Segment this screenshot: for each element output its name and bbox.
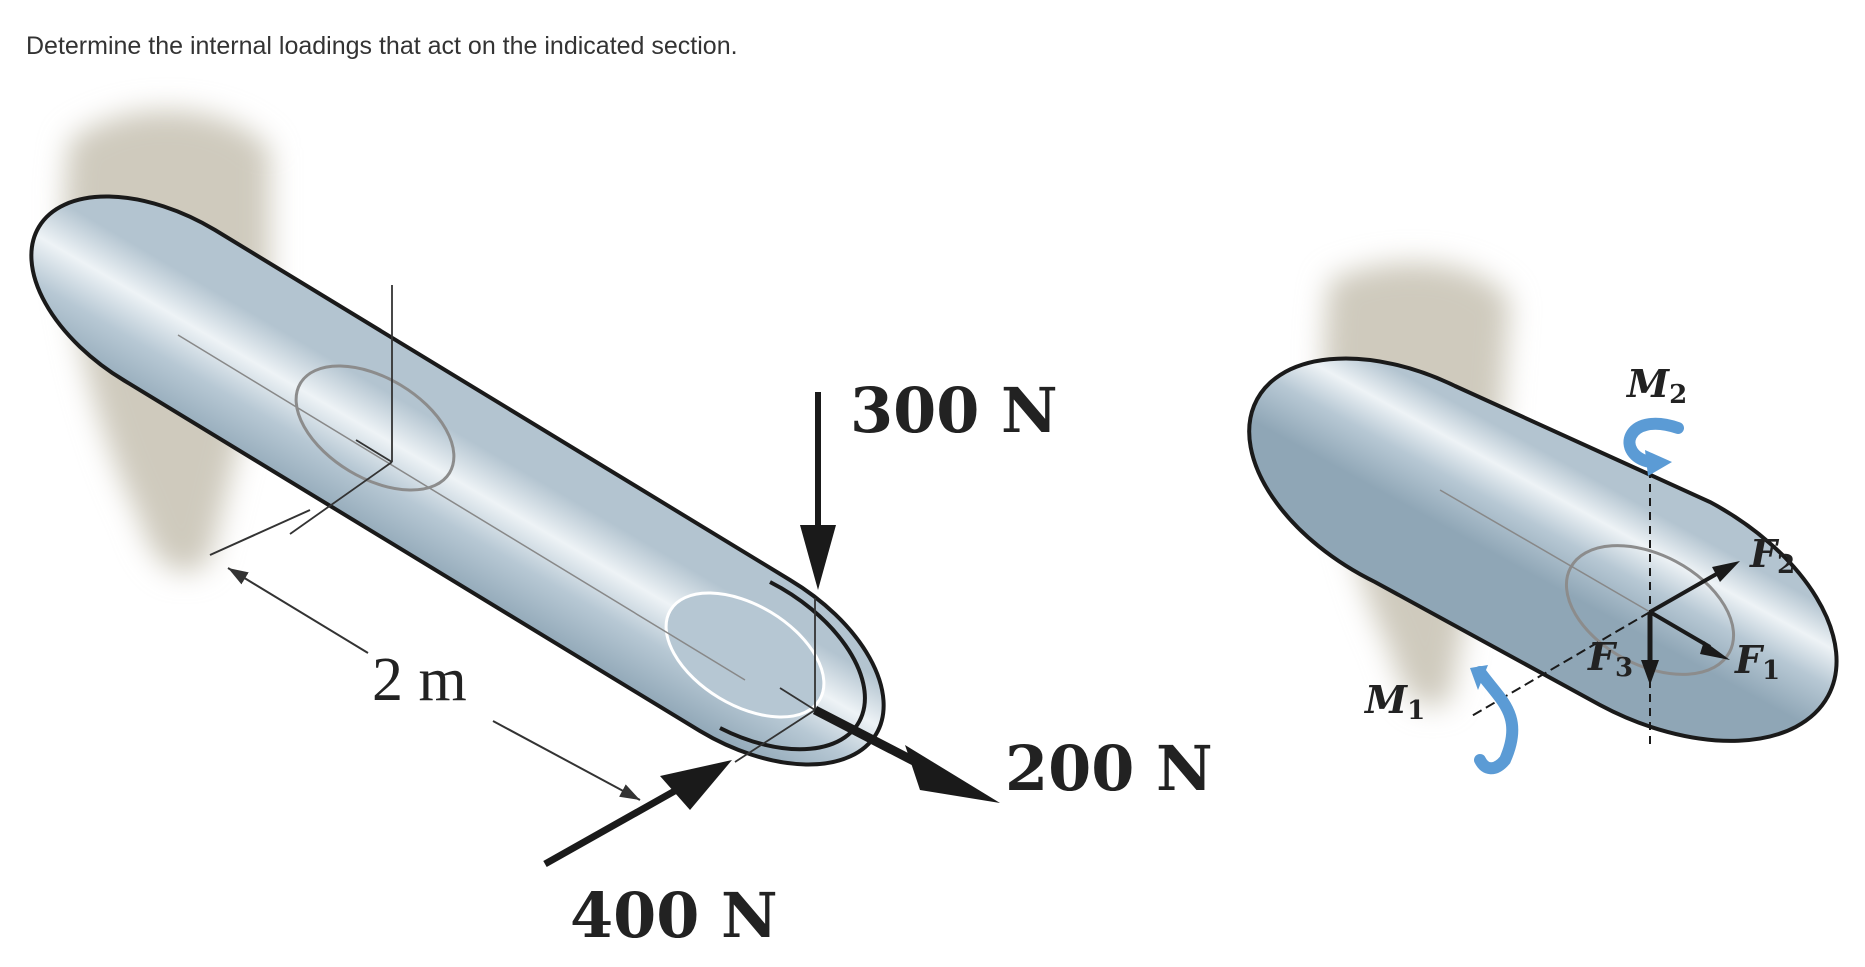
section-centerline: [1439, 489, 1651, 613]
question-text: Determine the internal loadings that act…: [26, 32, 738, 60]
m1-label: M1: [1363, 677, 1425, 726]
end-axes: [734, 598, 816, 763]
force-400-label: 400 N: [570, 879, 778, 952]
cut-face-outline: [1564, 544, 1736, 676]
dimension-label: 2 m: [372, 646, 467, 714]
dimension-2m: [209, 509, 641, 801]
m2-moment-arrow: [1623, 417, 1684, 476]
f2-label: F2: [1749, 531, 1795, 580]
f1-arrow: [1648, 610, 1730, 660]
section-axes: [289, 285, 393, 535]
f3-arrow: [1641, 612, 1659, 685]
m2-label: M2: [1625, 361, 1687, 410]
m1-moment-arrow: [1470, 665, 1519, 775]
f1-label: F1: [1734, 637, 1780, 686]
force-200-label: 200 N: [1005, 732, 1213, 805]
force-300-label: 300 N: [850, 374, 1058, 447]
force-400-arrow: [543, 760, 732, 868]
section-outline: [294, 364, 456, 492]
shaft-end-face: [664, 591, 826, 719]
right-section-figure: M2 F2 F1 F3 M1: [1247, 262, 1839, 775]
left-shaft-figure: 2 m 300 N 200 N 400 N: [29, 110, 1213, 952]
f3-label: F3: [1587, 634, 1633, 683]
shaft-centerline: [177, 334, 746, 681]
force-300-arrow: [800, 392, 836, 590]
f2-arrow: [1649, 561, 1740, 614]
force-200-arrow: [812, 706, 1000, 803]
